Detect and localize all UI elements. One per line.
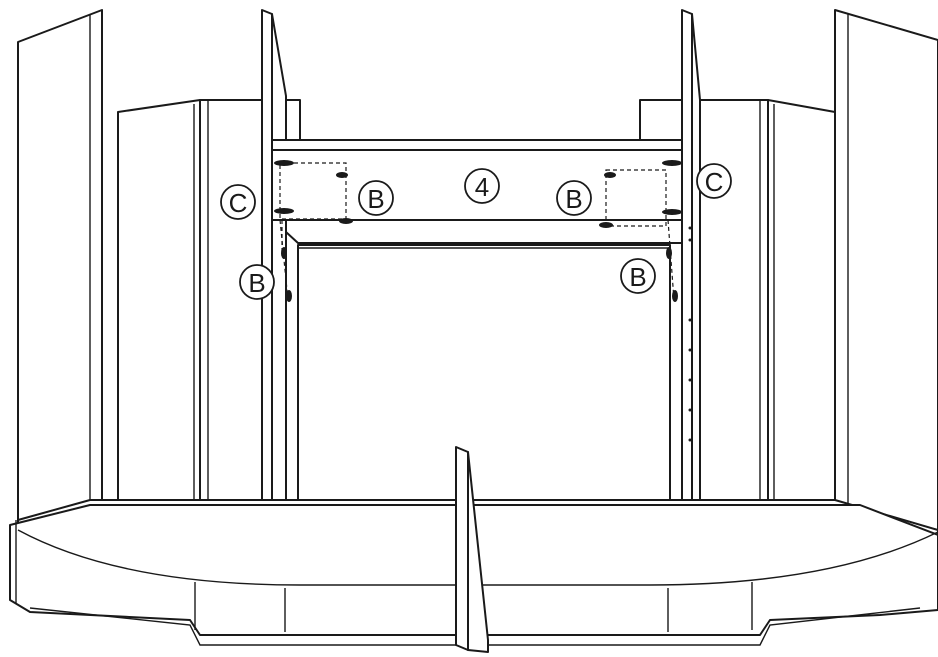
callout-b-top-right: B xyxy=(556,180,592,216)
center-divider-panel xyxy=(455,446,469,651)
right-pilot-holes xyxy=(688,226,692,442)
right-guide-line xyxy=(667,219,675,301)
left-guide-box xyxy=(279,162,347,220)
callout-label: C xyxy=(229,188,248,218)
dowel-screw xyxy=(666,247,672,259)
callout-c-left: C xyxy=(220,184,256,220)
cam-screw xyxy=(662,209,682,215)
right-guide-box xyxy=(605,169,667,227)
dowel-screw xyxy=(604,172,616,178)
right-inner-wall xyxy=(694,99,769,501)
dowel-screw xyxy=(339,218,353,224)
callout-label: B xyxy=(248,268,265,298)
shelf-panel-4 xyxy=(271,139,683,151)
dowel-screw xyxy=(672,290,678,302)
dowel-screw xyxy=(281,247,287,259)
callout-label: B xyxy=(629,262,646,292)
callout-label: B xyxy=(565,184,582,214)
callout-b-side-left: B xyxy=(239,264,275,300)
dowel-screw xyxy=(599,222,613,228)
outer-right-panel xyxy=(834,9,938,531)
dowel-screw xyxy=(286,290,292,302)
dowel-screw xyxy=(336,172,348,178)
cam-screw xyxy=(662,160,682,166)
callout-b-side-right: B xyxy=(620,258,656,294)
right-divider-face xyxy=(691,13,701,501)
shelf-underside xyxy=(285,219,683,244)
left-guide-line xyxy=(279,219,289,301)
step-number-label: 4 xyxy=(475,172,489,202)
callout-label: C xyxy=(705,167,724,197)
cam-screw xyxy=(274,160,294,166)
left-inner-wall xyxy=(199,99,263,501)
callout-label: B xyxy=(367,184,384,214)
back-opening xyxy=(297,244,671,501)
cam-screw xyxy=(274,208,294,214)
right-divider-panel xyxy=(681,9,693,501)
left-divider-panel xyxy=(261,9,273,501)
step-number-callout: 4 xyxy=(464,168,500,204)
left-cabinet-wall xyxy=(117,99,201,501)
callout-c-right: C xyxy=(696,163,732,199)
center-divider-face xyxy=(467,451,489,653)
right-cabinet-wall xyxy=(767,99,836,501)
callout-b-top-left: B xyxy=(358,180,394,216)
